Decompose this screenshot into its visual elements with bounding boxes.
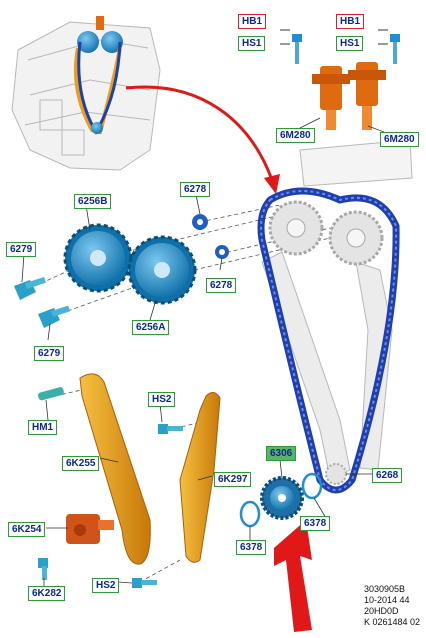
label-6k282: 6K282 (28, 586, 66, 601)
pointer-arrowhead (264, 174, 280, 194)
label-hs2-bottom: HS2 (92, 578, 120, 593)
solenoid-left (312, 66, 350, 130)
crank-sprocket-small (325, 463, 347, 485)
bolt-6279-top (14, 276, 46, 300)
hs1-bolt-left (292, 34, 302, 64)
label-6279-bottom: 6279 (34, 346, 65, 361)
label-hm1: HM1 (28, 420, 58, 435)
sprocket-6256a (127, 235, 197, 305)
label-6378-right: 6378 (300, 516, 331, 531)
crank-sprocket-6306 (260, 476, 304, 520)
label-6378-left: 6378 (236, 540, 267, 555)
reference-line-4: K 0261484 02 (363, 617, 420, 627)
label-6256a: 6256A (132, 320, 170, 335)
reference-block: 3030905B 10-2014 44 20HD0D K 0261484 02 (364, 584, 420, 628)
washer-6278-top (192, 214, 208, 230)
label-6m280-right: 6M280 (380, 132, 419, 147)
washer-6278-bottom (215, 245, 229, 259)
label-6k254: 6K254 (8, 522, 46, 537)
label-6306: 6306 (266, 446, 297, 461)
reference-line-3: 20HD0D (363, 606, 399, 616)
bolt-hs2-bottom (132, 578, 157, 588)
solenoid-right (348, 62, 386, 130)
reference-line-2: 10-2014 44 (363, 595, 410, 605)
engine-camshafts (73, 16, 123, 135)
label-hs2-top: HS2 (148, 392, 176, 407)
bolt-hs2-top (158, 424, 183, 434)
reference-line-1: 3030905B (363, 584, 405, 594)
highlight-arrow (274, 520, 312, 632)
label-hs1-left: HS1 (238, 36, 266, 51)
label-6268: 6268 (372, 468, 403, 483)
label-hb1-right: HB1 (336, 14, 365, 29)
pointer-arrow-to-chain (125, 85, 274, 181)
bolt-6k282 (38, 558, 48, 580)
label-6k297: 6K297 (214, 472, 252, 487)
label-6279-top: 6279 (6, 242, 37, 257)
bolt-6279-bottom (38, 305, 71, 328)
oring-6378-left (239, 500, 261, 528)
tensioner-arm-6k297 (179, 392, 221, 563)
label-6278-bottom: 6278 (206, 278, 237, 293)
fixed-guide-grey (261, 251, 393, 479)
cam-sprocket-intake (328, 210, 384, 266)
oring-6378-right (301, 472, 323, 500)
cam-sprocket-exhaust (268, 200, 324, 256)
label-6256b: 6256B (74, 194, 112, 209)
label-6278-top: 6278 (180, 182, 211, 197)
label-hb1-left: HB1 (238, 14, 267, 29)
hs1-bolt-right (390, 34, 400, 64)
label-6m280-left: 6M280 (276, 128, 315, 143)
sprocket-6256b (63, 223, 133, 293)
pin-hm1 (38, 387, 64, 401)
label-hs1-right: HS1 (336, 36, 364, 51)
leader-lines (21, 117, 385, 592)
label-6k255: 6K255 (62, 456, 100, 471)
guide-6k255 (79, 373, 151, 565)
tensioner-6k254 (66, 514, 114, 544)
cam-cover-outline (299, 139, 413, 187)
